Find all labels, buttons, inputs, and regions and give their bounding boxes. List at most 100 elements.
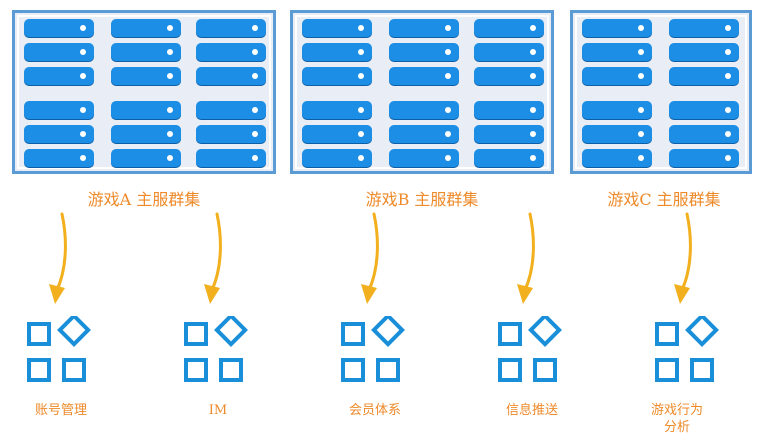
- server-led-icon: [530, 107, 536, 113]
- server-unit: [389, 125, 459, 143]
- server-led-icon: [358, 155, 364, 161]
- arrow-down-icon: [517, 212, 535, 304]
- server-led-icon: [725, 155, 731, 161]
- server-unit: [196, 101, 266, 119]
- module-label-account: 账号管理: [34, 403, 87, 418]
- server-unit: [474, 19, 544, 37]
- server-led-icon: [725, 25, 731, 31]
- server-led-icon: [638, 49, 644, 55]
- arrow-down-icon: [674, 212, 692, 304]
- cluster-label-game-c: 游戏C 主服群集: [607, 190, 721, 209]
- server-led-icon: [725, 73, 731, 79]
- server-led-icon: [358, 73, 364, 79]
- server-unit: [669, 19, 739, 37]
- server-unit: [111, 101, 181, 119]
- server-unit: [24, 125, 94, 143]
- server-led-icon: [638, 107, 644, 113]
- server-unit: [474, 67, 544, 85]
- server-unit: [389, 67, 459, 85]
- server-led-icon: [167, 131, 173, 137]
- server-unit: [111, 125, 181, 143]
- server-led-icon: [530, 73, 536, 79]
- cluster-game-b: [290, 10, 554, 174]
- server-unit: [389, 149, 459, 167]
- server-unit: [302, 67, 372, 85]
- server-unit: [669, 149, 739, 167]
- server-led-icon: [445, 107, 451, 113]
- server-led-icon: [638, 131, 644, 137]
- server-led-icon: [358, 25, 364, 31]
- server-led-icon: [80, 131, 86, 137]
- server-unit: [196, 43, 266, 61]
- cluster-frame: [17, 15, 271, 169]
- arrow-down-icon: [204, 212, 222, 304]
- server-unit: [474, 101, 544, 119]
- server-led-icon: [80, 73, 86, 79]
- module-label-im: IM: [208, 403, 228, 418]
- server-led-icon: [725, 49, 731, 55]
- server-unit: [196, 19, 266, 37]
- server-led-icon: [252, 131, 258, 137]
- grid-blocks-icon: [27, 316, 91, 382]
- server-unit: [389, 19, 459, 37]
- server-unit: [582, 149, 652, 167]
- server-unit: [669, 125, 739, 143]
- server-led-icon: [252, 107, 258, 113]
- server-led-icon: [530, 155, 536, 161]
- server-led-icon: [358, 131, 364, 137]
- server-unit: [474, 43, 544, 61]
- server-led-icon: [252, 73, 258, 79]
- server-unit: [389, 101, 459, 119]
- server-led-icon: [638, 73, 644, 79]
- server-led-icon: [252, 155, 258, 161]
- cluster-label-game-a: 游戏A 主服群集: [87, 190, 201, 209]
- server-led-icon: [530, 49, 536, 55]
- server-led-icon: [638, 155, 644, 161]
- server-unit: [24, 149, 94, 167]
- grid-blocks-icon: [498, 316, 562, 382]
- grid-blocks-icon: [655, 316, 719, 382]
- server-unit: [111, 19, 181, 37]
- server-unit: [111, 149, 181, 167]
- server-unit: [24, 67, 94, 85]
- grid-blocks-icon: [341, 316, 405, 382]
- server-led-icon: [530, 131, 536, 137]
- server-unit: [582, 19, 652, 37]
- server-led-icon: [445, 131, 451, 137]
- cluster-game-a: [12, 10, 276, 174]
- server-unit: [582, 67, 652, 85]
- server-led-icon: [725, 131, 731, 137]
- server-unit: [24, 101, 94, 119]
- server-unit: [389, 43, 459, 61]
- server-unit: [302, 19, 372, 37]
- server-led-icon: [167, 49, 173, 55]
- cluster-label-game-b: 游戏B 主服群集: [365, 190, 479, 209]
- server-unit: [24, 19, 94, 37]
- server-unit: [196, 125, 266, 143]
- server-led-icon: [358, 49, 364, 55]
- server-led-icon: [167, 155, 173, 161]
- grid-blocks-icon: [184, 316, 248, 382]
- server-unit: [669, 43, 739, 61]
- server-led-icon: [167, 25, 173, 31]
- arrow-down-icon: [361, 212, 379, 304]
- server-unit: [196, 67, 266, 85]
- server-unit: [196, 149, 266, 167]
- server-led-icon: [80, 107, 86, 113]
- server-led-icon: [252, 49, 258, 55]
- server-led-icon: [725, 107, 731, 113]
- server-unit: [669, 67, 739, 85]
- server-led-icon: [80, 155, 86, 161]
- server-unit: [302, 149, 372, 167]
- server-led-icon: [445, 73, 451, 79]
- server-unit: [24, 43, 94, 61]
- server-unit: [582, 125, 652, 143]
- module-label-membership: 会员体系: [348, 403, 401, 418]
- server-led-icon: [167, 107, 173, 113]
- server-led-icon: [445, 49, 451, 55]
- server-led-icon: [530, 25, 536, 31]
- cluster-game-c: [570, 10, 752, 174]
- server-unit: [302, 43, 372, 61]
- server-unit: [582, 101, 652, 119]
- server-unit: [582, 43, 652, 61]
